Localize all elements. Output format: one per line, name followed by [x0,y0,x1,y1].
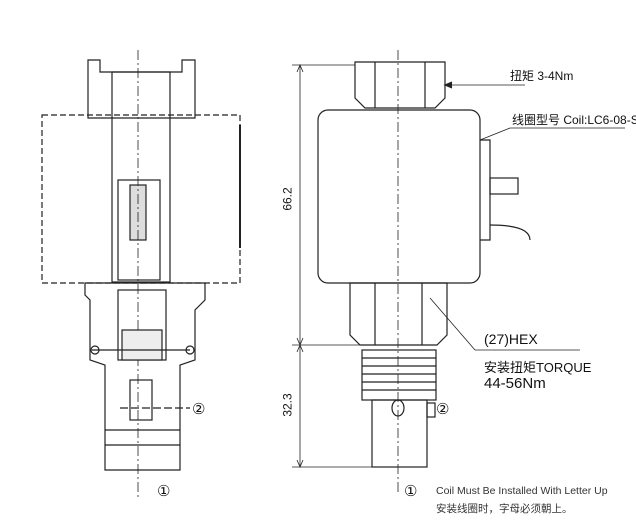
install-torque-value: 44-56Nm [484,375,546,392]
marker-2-right: ② [436,401,450,418]
note-english: Coil Must Be Installed With Letter Up [436,485,608,497]
marker-2-left: ② [192,401,206,418]
body [84,282,206,471]
note-chinese: 安装线圈时，字母必须朝上。 [436,503,573,515]
coil-body [317,109,481,284]
install-torque-label: 安装扭矩TORQUE [484,360,592,375]
coil-terminal-box [480,139,491,241]
external-view [292,50,625,495]
section-view [41,50,241,500]
torque-label: 扭矩 3-4Nm [510,69,574,83]
lower-hex [349,282,448,346]
top-nut [87,59,196,119]
coil-model-label: 线圈型号 Coil:LC6-08-S [512,113,636,127]
top-hex [354,61,446,109]
marker-1-left: ① [157,483,171,500]
hex-label: (27)HEX [484,331,538,347]
dimension-lower: 32.3 [280,393,295,417]
dimension-upper: 66.2 [280,187,295,211]
threads [361,349,437,401]
marker-1-right: ① [404,483,418,500]
